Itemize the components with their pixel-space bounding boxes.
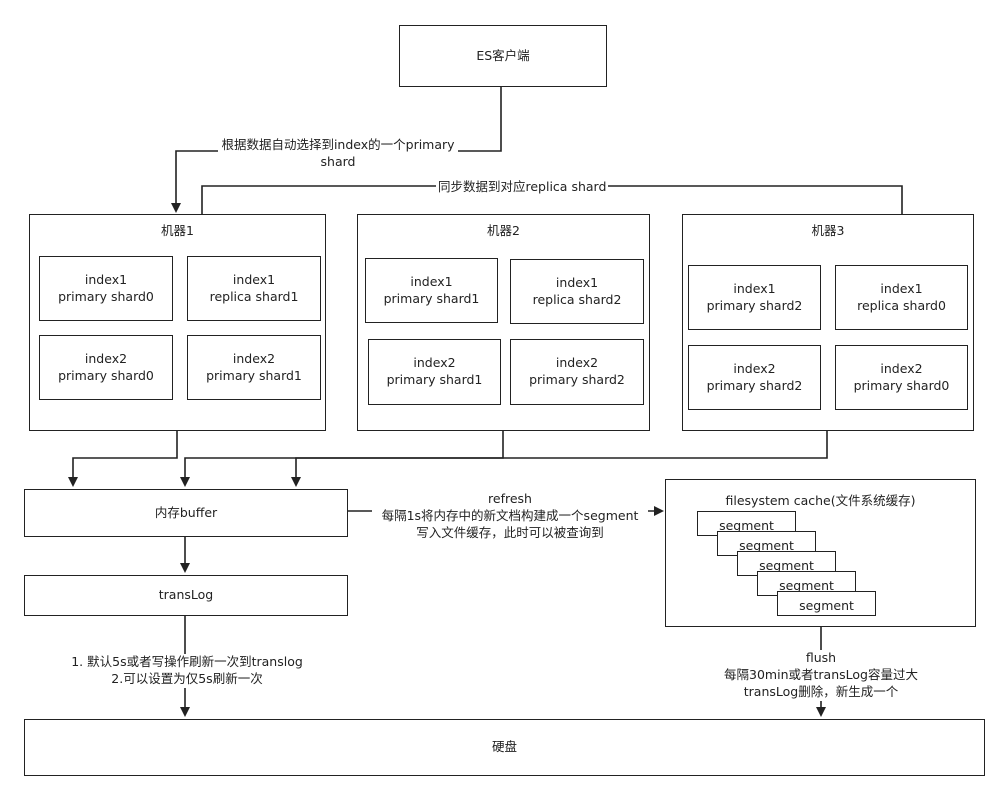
shard-index: index1 bbox=[880, 280, 923, 296]
segment-label: segment bbox=[739, 538, 794, 554]
shard-role: replica shard0 bbox=[857, 297, 946, 313]
refresh-line2: 写入文件缓存，此时可以被查询到 bbox=[416, 524, 604, 540]
refresh-title: refresh bbox=[488, 491, 532, 506]
shard-role: primary shard1 bbox=[383, 290, 480, 306]
segment-label: segment bbox=[719, 518, 774, 534]
translog-label: transLog bbox=[158, 587, 214, 603]
shard-index: index1 bbox=[84, 271, 128, 287]
machine-title: 机器2 bbox=[487, 223, 520, 238]
translog-line2: 2.可以设置为仅5s刷新一次 bbox=[111, 670, 263, 686]
shard-role: primary shard2 bbox=[706, 377, 803, 393]
machine-title: 机器1 bbox=[161, 223, 194, 238]
memory-buffer-node: 内存buffer bbox=[24, 489, 348, 537]
machine3-to-buffer bbox=[291, 431, 828, 487]
translog-node: transLog bbox=[24, 575, 348, 616]
segment-label: segment bbox=[779, 578, 834, 594]
shard-role: primary shard1 bbox=[206, 367, 302, 383]
disk-label: 硬盘 bbox=[491, 739, 517, 755]
shard-index: index2 bbox=[555, 355, 599, 371]
refresh-label: refresh 每隔1s将内存中的新文档构建成一个segment 写入文件缓存，… bbox=[372, 491, 648, 542]
shard-role: replica shard1 bbox=[209, 288, 299, 304]
machine1-to-buffer bbox=[68, 431, 178, 487]
shard-role: replica shard2 bbox=[532, 291, 622, 307]
disk-node: 硬盘 bbox=[24, 719, 985, 776]
route-label-line1: 根据数据自动选择到index的一个primary bbox=[221, 137, 455, 152]
es-client-label: ES客户端 bbox=[476, 47, 530, 63]
flush-line1: 每隔30min或者transLog容量过大 bbox=[724, 666, 918, 682]
memory-buffer-label: 内存buffer bbox=[154, 504, 218, 520]
flush-line2: transLog删除，新生成一个 bbox=[743, 683, 899, 699]
filesystem-cache-title: filesystem cache(文件系统缓存) bbox=[725, 493, 916, 508]
shard-index: index1 bbox=[410, 273, 453, 289]
shard-index: index2 bbox=[733, 360, 776, 376]
es-client-node: ES客户端 bbox=[399, 25, 607, 87]
shard-role: primary shard2 bbox=[529, 372, 625, 387]
route-label: 根据数据自动选择到index的一个primary shard bbox=[218, 137, 458, 171]
shard-index: index2 bbox=[232, 350, 276, 366]
segment-label: segment bbox=[759, 558, 814, 574]
segment-box: segment bbox=[777, 591, 876, 616]
shard-index: index1 bbox=[555, 274, 599, 290]
shard-role: primary shard0 bbox=[58, 288, 154, 304]
refresh-line1: 每隔1s将内存中的新文档构建成一个segment bbox=[372, 507, 648, 525]
shard-index: index2 bbox=[84, 350, 128, 366]
shard-role: primary shard0 bbox=[853, 377, 950, 393]
translog-flush-label: 1. 默认5s或者写操作刷新一次到translog 2.可以设置为仅5s刷新一次 bbox=[62, 654, 312, 688]
machine-title: 机器3 bbox=[811, 223, 845, 238]
sync-label: 同步数据到对应replica shard bbox=[436, 179, 609, 196]
segment-label: segment bbox=[799, 598, 854, 614]
shard-index: index1 bbox=[733, 280, 776, 296]
shard-role: primary shard2 bbox=[706, 297, 803, 313]
shard-role: primary shard0 bbox=[58, 367, 154, 383]
shard-index: index2 bbox=[880, 360, 923, 376]
flush-label: flush 每隔30min或者transLog容量过大 transLog删除，新… bbox=[705, 650, 937, 701]
shard-role: primary shard1 bbox=[386, 372, 483, 387]
flush-title: flush bbox=[805, 650, 837, 665]
shard-index: index2 bbox=[413, 355, 456, 371]
translog-line1: 1. 默认5s或者写操作刷新一次到translog bbox=[71, 654, 303, 669]
route-label-line2: shard bbox=[320, 153, 356, 169]
shard-index: index1 bbox=[232, 271, 276, 287]
